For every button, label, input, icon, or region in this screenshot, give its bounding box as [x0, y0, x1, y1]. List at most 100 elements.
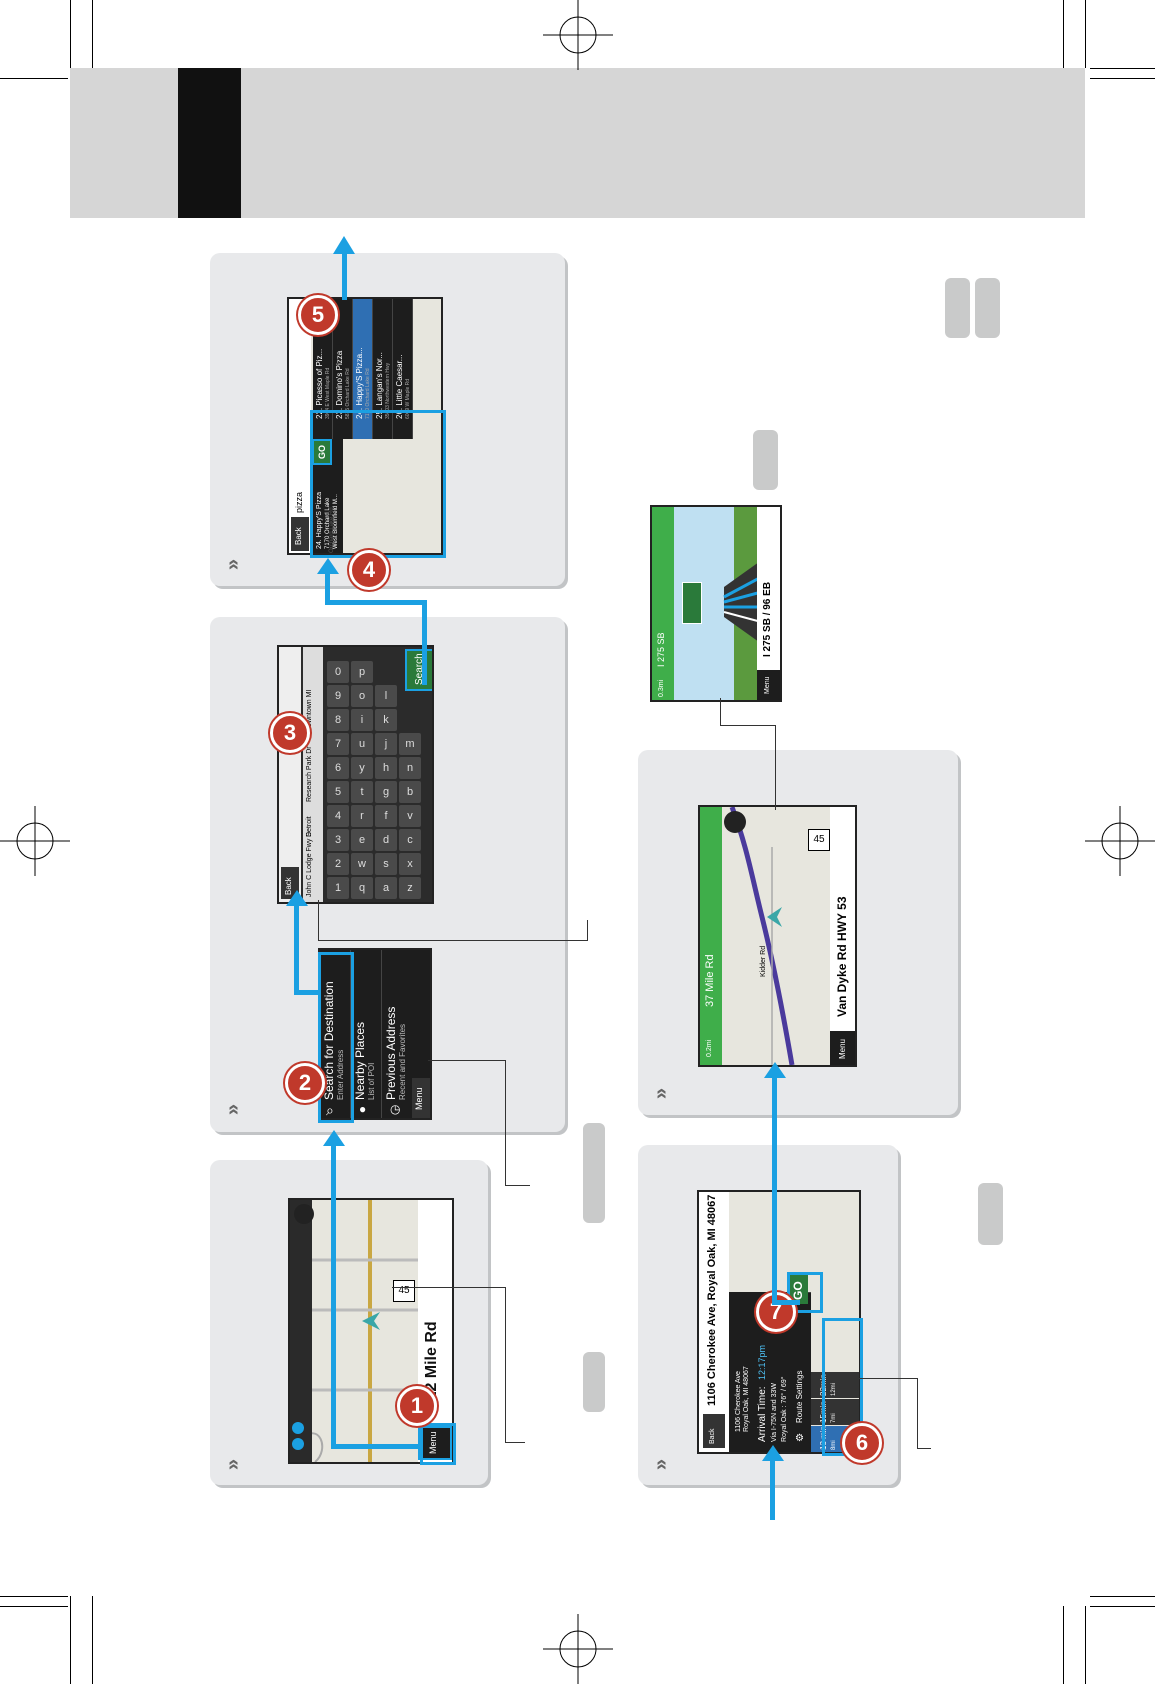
- step-badge-6: 6: [842, 1423, 882, 1463]
- vehicle-arrow-icon: [362, 1312, 380, 1330]
- key-w[interactable]: w: [351, 853, 373, 875]
- key-m[interactable]: m: [399, 733, 421, 755]
- result-item[interactable]: 24. Happy'S Pizza...7170 Orchard Lake Rd: [353, 299, 373, 439]
- flow-line: [331, 1138, 336, 1448]
- key-s[interactable]: s: [375, 853, 397, 875]
- suggestion[interactable]: Research Park Dr: [306, 746, 313, 802]
- key-p[interactable]: p: [351, 661, 373, 683]
- address-bar: Back 1106 Cherokee Ave, Royal Oak, MI 48…: [699, 1192, 729, 1452]
- key-u[interactable]: u: [351, 733, 373, 755]
- crop-mark: [1090, 1596, 1155, 1597]
- search-button[interactable]: Search: [405, 649, 432, 691]
- screen-guidance: 37 Mile Rd 0.2mi Kidder Rd Van Dyke Rd H…: [698, 805, 857, 1067]
- flow-line: [294, 900, 299, 995]
- compass-icon[interactable]: [294, 1204, 314, 1224]
- result-item[interactable]: 25. Langan's Nor...35003 Northwestern Hw…: [373, 299, 393, 439]
- key-y[interactable]: y: [351, 757, 373, 779]
- key-r[interactable]: r: [351, 805, 373, 827]
- crop-mark: [70, 1596, 71, 1684]
- key-h[interactable]: h: [375, 757, 397, 779]
- back-button[interactable]: Back: [703, 1414, 725, 1448]
- flow-line: [770, 1450, 775, 1520]
- highlight-menu: [420, 1423, 456, 1465]
- crop-mark: [1090, 78, 1155, 79]
- zoom-in-icon[interactable]: [292, 1438, 304, 1450]
- key-2[interactable]: 2: [327, 853, 349, 875]
- crop-mark: [1090, 1606, 1155, 1607]
- key-g[interactable]: g: [375, 781, 397, 803]
- key-k[interactable]: k: [375, 709, 397, 731]
- key-f[interactable]: f: [375, 805, 397, 827]
- leader-line: [505, 1185, 530, 1186]
- key-9[interactable]: 9: [327, 685, 349, 707]
- menu-tab[interactable]: Menu: [412, 1078, 430, 1118]
- highway-sign: [682, 582, 702, 624]
- key-6[interactable]: 6: [327, 757, 349, 779]
- key-7[interactable]: 7: [327, 733, 349, 755]
- exit-banner: I 275 SB 0.3mi: [652, 507, 674, 700]
- previous-address-item[interactable]: Previous Address Recent and Favorites ◷: [384, 1006, 407, 1116]
- key-1[interactable]: 1: [327, 877, 349, 899]
- key-b[interactable]: b: [399, 781, 421, 803]
- flow-line: [325, 567, 330, 605]
- pin-icon: ●: [359, 1102, 367, 1116]
- key-j[interactable]: j: [375, 733, 397, 755]
- leader-line: [917, 1378, 918, 1448]
- leader-line: [392, 1287, 506, 1288]
- gear-icon: ⚙: [795, 1433, 804, 1444]
- chevron-icon: »: [222, 558, 245, 571]
- arrow-up-icon: [286, 890, 308, 906]
- key-n[interactable]: n: [399, 757, 421, 779]
- key-e[interactable]: e: [351, 829, 373, 851]
- go-button[interactable]: GO: [788, 1274, 808, 1304]
- menu-button[interactable]: Menu: [830, 1031, 855, 1065]
- key-z[interactable]: z: [399, 877, 421, 899]
- chevron-icon: »: [650, 1087, 673, 1100]
- go-button[interactable]: GO: [312, 439, 332, 465]
- key-4[interactable]: 4: [327, 805, 349, 827]
- nearby-places-item[interactable]: Nearby Places List of POI ●: [351, 950, 382, 1118]
- menu-button[interactable]: Menu: [418, 1426, 452, 1460]
- turn-banner: 37 Mile Rd 0.2mi: [700, 807, 722, 1065]
- key-a[interactable]: a: [375, 877, 397, 899]
- key-t[interactable]: t: [351, 781, 373, 803]
- key-x[interactable]: x: [399, 853, 421, 875]
- crop-mark: [92, 1596, 93, 1684]
- screen-search-results: Back pizza 22. Picasso of Piz...3904 E W…: [287, 297, 443, 555]
- key-8[interactable]: 8: [327, 709, 349, 731]
- key-d[interactable]: d: [375, 829, 397, 851]
- leader-line: [775, 725, 776, 810]
- key-i[interactable]: i: [351, 709, 373, 731]
- chevron-icon: »: [222, 1103, 245, 1116]
- side-tab: [978, 1183, 1003, 1245]
- result-item[interactable]: 26. Little Caesar...6009 W Maple Rd: [393, 299, 413, 439]
- destination-address: 1106 Cherokee Ave, Royal Oak, MI 48067: [706, 1194, 718, 1406]
- back-button[interactable]: Back: [291, 517, 309, 551]
- suggestion[interactable]: Detroit: [306, 816, 313, 837]
- key-3[interactable]: 3: [327, 829, 349, 851]
- query-text: pizza: [294, 491, 304, 513]
- zoom-out-icon[interactable]: [292, 1422, 304, 1434]
- text-entry-field[interactable]: [279, 647, 301, 902]
- key-c[interactable]: c: [399, 829, 421, 851]
- key-q[interactable]: q: [351, 877, 373, 899]
- arrow-up-icon: [317, 558, 339, 574]
- menu-button[interactable]: Menu: [757, 670, 780, 700]
- key-v[interactable]: v: [399, 805, 421, 827]
- key-o[interactable]: o: [351, 685, 373, 707]
- side-tab: [945, 278, 970, 338]
- key-l[interactable]: l: [375, 685, 397, 707]
- search-for-destination-item[interactable]: Search for Destination Enter Address ⌕: [320, 950, 351, 1118]
- leader-line: [318, 900, 319, 940]
- chevron-icon: »: [222, 1458, 245, 1471]
- key-0[interactable]: 0: [327, 661, 349, 683]
- key-5[interactable]: 5: [327, 781, 349, 803]
- compass-icon[interactable]: [724, 811, 746, 833]
- back-button[interactable]: Back: [281, 867, 299, 899]
- crop-mark: [0, 78, 68, 79]
- step-badge-7: 7: [756, 1292, 796, 1332]
- suggestion[interactable]: John C Lodge Fwy S: [306, 832, 313, 897]
